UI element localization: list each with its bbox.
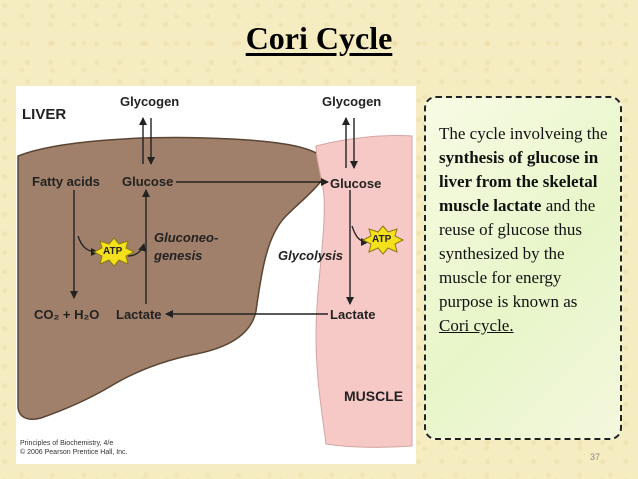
muscle-atp-label: ATP: [372, 234, 392, 245]
diagram-graphic: [17, 117, 413, 448]
muscle-glycogen-label: Glycogen: [322, 94, 382, 109]
muscle-shape: [315, 135, 413, 448]
slide-title: Cori Cycle: [245, 20, 393, 56]
liver-lactate-label: Lactate: [116, 307, 162, 322]
page-number: 37: [590, 452, 601, 462]
description-part2: and the reuse of glucose thus synthesize…: [439, 196, 596, 311]
liver-glucose-label: Glucose: [122, 174, 174, 189]
muscle-label: MUSCLE: [344, 388, 404, 404]
description-box: The cycle involveing the synthesis of gl…: [424, 96, 622, 440]
muscle-atp-burst: [361, 225, 405, 255]
liver-glycogen-label: Glycogen: [120, 94, 180, 109]
liver-shape: [17, 136, 329, 420]
co2-h2o-label: CO₂ + H₂O: [34, 307, 100, 322]
fatty-acids-label: Fatty acids: [32, 174, 100, 189]
description-bold: synthesis of glucose in liver from the s…: [439, 148, 599, 215]
muscle-glucose-label: Glucose: [330, 176, 382, 191]
gluconeogenesis-atp-arrow: [127, 243, 146, 257]
credit-line2: © 2006 Pearson Prentice Hall, Inc.: [20, 449, 128, 456]
gluconeogenesis-line1: Gluconeo-: [154, 230, 219, 245]
credit-line1: Principles of Biochemistry, 4/e: [20, 440, 114, 447]
cori-cycle-diagram: LIVER Glycogen Fatty acids Glucose ATP G…: [16, 86, 416, 464]
liver-atp-burst: [92, 237, 136, 267]
liver-label: LIVER: [22, 106, 67, 123]
muscle-lactate-label: Lactate: [330, 307, 376, 322]
cori-cycle-link[interactable]: Cori cycle.: [439, 316, 514, 335]
glycolysis-label: Glycolysis: [278, 248, 344, 263]
gluconeogenesis-line2: genesis: [154, 248, 203, 263]
liver-atp-label: ATP: [103, 246, 123, 257]
description-part1: The cycle involveing the: [439, 124, 608, 143]
